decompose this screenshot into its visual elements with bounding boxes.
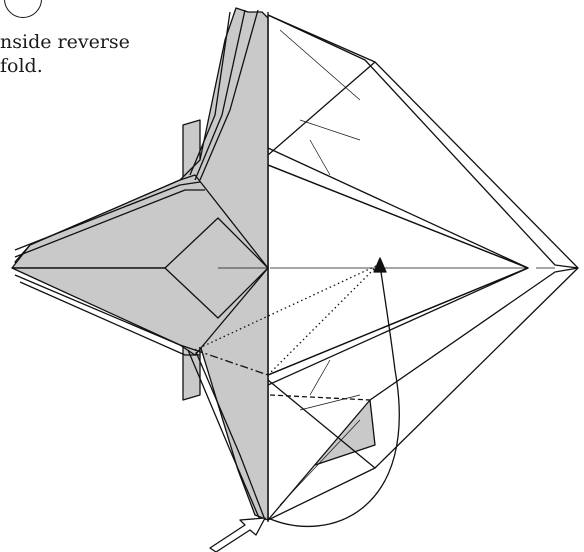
hollow-push-arrow-icon <box>210 518 265 552</box>
white-front-half <box>268 15 578 520</box>
